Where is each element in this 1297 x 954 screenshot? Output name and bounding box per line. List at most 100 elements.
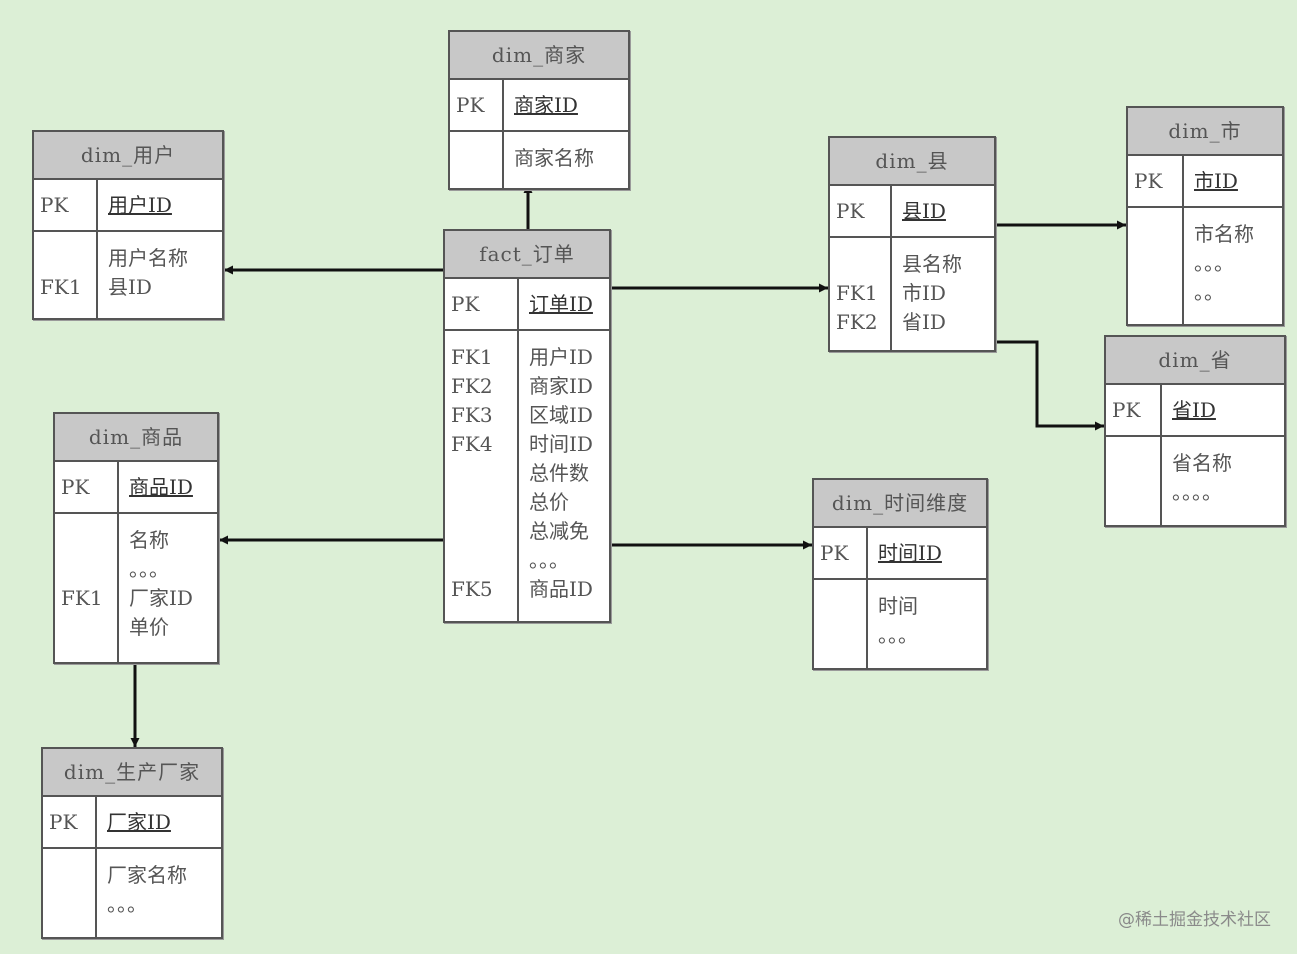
attribute-column: 厂家名称。。。 [97, 849, 221, 937]
fk-label: FK2 [451, 374, 493, 398]
pk-label: PK [1106, 385, 1162, 435]
fk-label [451, 488, 517, 517]
pk-field: 厂家ID [107, 810, 171, 834]
attribute-column: 商家名称 [504, 132, 628, 188]
fk-column [450, 132, 504, 188]
attribute: 。。。 [529, 548, 569, 572]
attribute: 单价 [129, 615, 169, 639]
attributes-row: 厂家名称。。。 [43, 849, 221, 937]
entity-title: dim_时间维度 [814, 480, 986, 528]
attributes-row: FK1 名称。。。厂家ID 单价 [55, 514, 217, 662]
fk-label [1112, 478, 1160, 507]
primary-key-row: PK 用户ID [34, 180, 222, 232]
fk-column [1128, 208, 1184, 324]
attribute: 。。。 [878, 623, 918, 647]
fk-label [451, 459, 517, 488]
attributes-row: 省名称。。。。 [1106, 437, 1284, 525]
attribute: 名称 [129, 528, 169, 552]
attribute: 时间 [878, 594, 918, 618]
fk-label [1134, 220, 1182, 249]
fk-label [456, 173, 502, 188]
entity-title: dim_商品 [55, 414, 217, 462]
entity-title: dim_县 [830, 138, 994, 186]
fk-label [820, 621, 866, 650]
pk-field: 用户ID [108, 193, 172, 217]
attribute: 区域ID [529, 403, 593, 427]
attribute-column: 县名称市ID 省ID [892, 238, 994, 350]
attribute: 厂家ID [129, 586, 193, 610]
pk-label: PK [450, 80, 504, 130]
fk-label: FK4 [451, 432, 493, 456]
fk-label [49, 890, 95, 919]
primary-key-row: PK 商家ID [450, 80, 628, 132]
attribute: 用户ID [529, 345, 593, 369]
attribute: 市名称 [1194, 222, 1254, 246]
attribute: 。。。。 [1172, 480, 1222, 504]
attribute-column: 省名称。。。。 [1162, 437, 1284, 525]
fk-label [451, 517, 517, 546]
attribute: 总件数 [529, 461, 589, 485]
entity-title: dim_生产厂家 [43, 749, 221, 797]
pk-label: PK [814, 528, 868, 578]
entity-title: dim_省 [1106, 337, 1284, 385]
pk-field: 商家ID [514, 93, 578, 117]
entity-title: dim_市 [1128, 108, 1282, 156]
attribute: 。。。 [129, 557, 169, 581]
fk-column [814, 580, 868, 668]
fk-label: FK1 [836, 281, 878, 305]
pk-label: PK [55, 462, 119, 512]
fk-column: FK1 [34, 232, 98, 318]
fk-label: FK1 [451, 345, 493, 369]
attribute: 省ID [902, 310, 946, 334]
attribute: 商家名称 [514, 146, 594, 170]
attribute: 总价 [529, 490, 569, 514]
fk-label [61, 613, 117, 642]
attribute-column: 时间。。。 [868, 580, 986, 668]
attribute-column: 市名称。。。。。 [1184, 208, 1282, 324]
fk-label [1134, 249, 1182, 278]
attribute: 总减免 [529, 519, 589, 543]
fk-label [451, 546, 517, 575]
attribute: 用户名称 [108, 246, 188, 270]
attribute: 商品ID [529, 577, 593, 601]
attribute: 省名称 [1172, 451, 1232, 475]
pk-field: 省ID [1172, 398, 1216, 422]
pk-label: PK [34, 180, 98, 230]
fk-column [1106, 437, 1162, 525]
attribute: 。。。 [1194, 251, 1234, 275]
attributes-row: 时间。。。 [814, 580, 986, 668]
primary-key-row: PK 厂家ID [43, 797, 221, 849]
fk-label [1134, 278, 1182, 307]
pk-field: 市ID [1194, 169, 1238, 193]
fk-column: FK1 [55, 514, 119, 662]
attribute: 市ID [902, 281, 946, 305]
pk-field: 商品ID [129, 475, 193, 499]
fk-label [61, 526, 117, 555]
fk-label: FK2 [836, 310, 878, 334]
fk-label [61, 555, 117, 584]
attributes-row: 市名称。。。。。 [1128, 208, 1282, 324]
pk-label: PK [445, 279, 519, 329]
attribute: 县名称 [902, 252, 962, 276]
watermark: @稀土掘金技术社区 [1118, 910, 1271, 930]
attribute: 商家ID [529, 374, 593, 398]
pk-label: PK [43, 797, 97, 847]
fk-label: FK3 [451, 403, 493, 427]
